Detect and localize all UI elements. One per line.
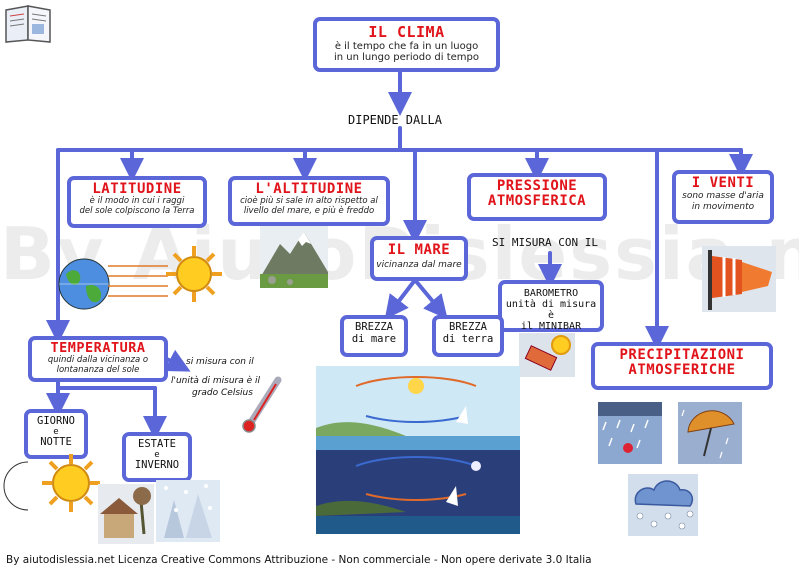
footer-license: By aiutodislessia.net Licenza Creative C… [6,554,592,566]
winter-icon [156,480,220,546]
brezza-terra-line-1: BREZZA [449,321,487,333]
altitudine-desc-1: cioè più si sale in alto rispetto al [240,196,378,207]
snow-cloud-icon [628,474,698,540]
barometro-line-3: il MINIBAR [520,321,582,332]
giorno-notte-line-1: GIORNO [37,415,75,427]
day-sun-icon [40,452,102,518]
latitudine-desc-2: del sole colpiscono la Terra [79,206,195,217]
temperatura-desc-1: quindi dalla vicinanza o [47,354,149,365]
altitudine-box: L'ALTITUDINE cioè più si sale in alto ri… [228,176,390,226]
giorno-notte-line-3: NOTTE [40,436,72,449]
temperatura-title: TEMPERATURA [50,340,146,356]
breeze-illustration [316,366,520,538]
altitudine-title: L'ALTITUDINE [255,181,363,197]
barometro-line-1: BAROMETRO [523,288,579,299]
umbrella-icon [678,402,742,468]
clima-desc-2: in un lungo periodo di tempo [334,52,479,63]
venti-desc-1: sono masse d'aria [682,191,764,202]
dipende-label: DIPENDE DALLA [348,113,442,127]
venti-title: I VENTI [691,175,755,191]
book-icon [2,2,54,48]
earth-icon [56,256,116,316]
pressione-title-2: ATMOSFERICA [487,193,587,210]
brezza-terra-line-2: di terra [442,332,494,345]
rain-icon [598,402,662,468]
temperatura-box: TEMPERATURA quindi dalla vicinanza o lon… [28,336,168,382]
brezza-mare-line-2: di mare [351,332,397,345]
misura-temp-line-3: grado Celsius [192,388,253,398]
mare-desc: vicinanza dal mare [376,260,462,271]
estate-inverno-line-2: e [154,449,160,460]
estate-inverno-line-3: INVERNO [134,459,180,472]
brezza-mare-line-1: BREZZA [355,321,393,333]
moon-icon [2,458,42,518]
pressione-box: PRESSIONE ATMOSFERICA [467,173,607,221]
barometer-icon [519,333,575,381]
estate-inverno-box: ESTATE e INVERNO [122,432,192,482]
giorno-notte-line-2: e [53,426,59,437]
barometro-box: BAROMETRO unità di misura è il MINIBAR [498,280,604,332]
precipitazioni-title-2: ATMOSFERICHE [628,362,736,379]
thermometer-icon [240,376,284,438]
latitudine-box: LATITUDINE è il modo in cui i raggi del … [67,176,207,228]
si-misura-con-label: SI MISURA CON IL [492,236,598,249]
venti-box: I VENTI sono masse d'aria in movimento [672,170,774,224]
pressione-title-1: PRESSIONE [496,178,578,194]
estate-inverno-line-1: ESTATE [138,438,176,450]
latitudine-title: LATITUDINE [92,181,182,197]
mountain-icon [260,226,328,292]
misura-temp-line-1: si misura con il [186,357,254,367]
clima-desc-1: è il tempo che fa in un luogo [334,40,479,52]
mare-box: IL MARE vicinanza dal mare [370,236,468,281]
windsock-icon [702,246,776,316]
brezza-terra-box: BREZZA di terra [432,315,504,357]
mare-title: IL MARE [387,242,451,258]
barometro-line-2: unità di misura è [505,299,597,321]
sun-rays-illustration [104,258,170,310]
clima-box: IL CLIMA è il tempo che fa in un luogo i… [313,17,500,72]
brezza-mare-box: BREZZA di mare [340,315,408,357]
latitudine-desc-1: è il modo in cui i raggi [89,196,185,207]
temperatura-desc-2: lontananza del sole [56,364,140,375]
altitudine-desc-2: livello del mare, e più è freddo [243,206,375,217]
precipitazioni-title-1: PRECIPITAZIONI [619,347,745,363]
misura-temp-line-2: l'unità di misura è il [171,376,260,386]
clima-title: IL CLIMA [368,23,445,41]
precipitazioni-box: PRECIPITAZIONI ATMOSFERICHE [591,342,773,390]
giorno-notte-box: GIORNO e NOTTE [24,409,88,459]
venti-desc-2: in movimento [691,201,755,212]
sun-icon [164,244,224,308]
season-icon [98,484,154,548]
